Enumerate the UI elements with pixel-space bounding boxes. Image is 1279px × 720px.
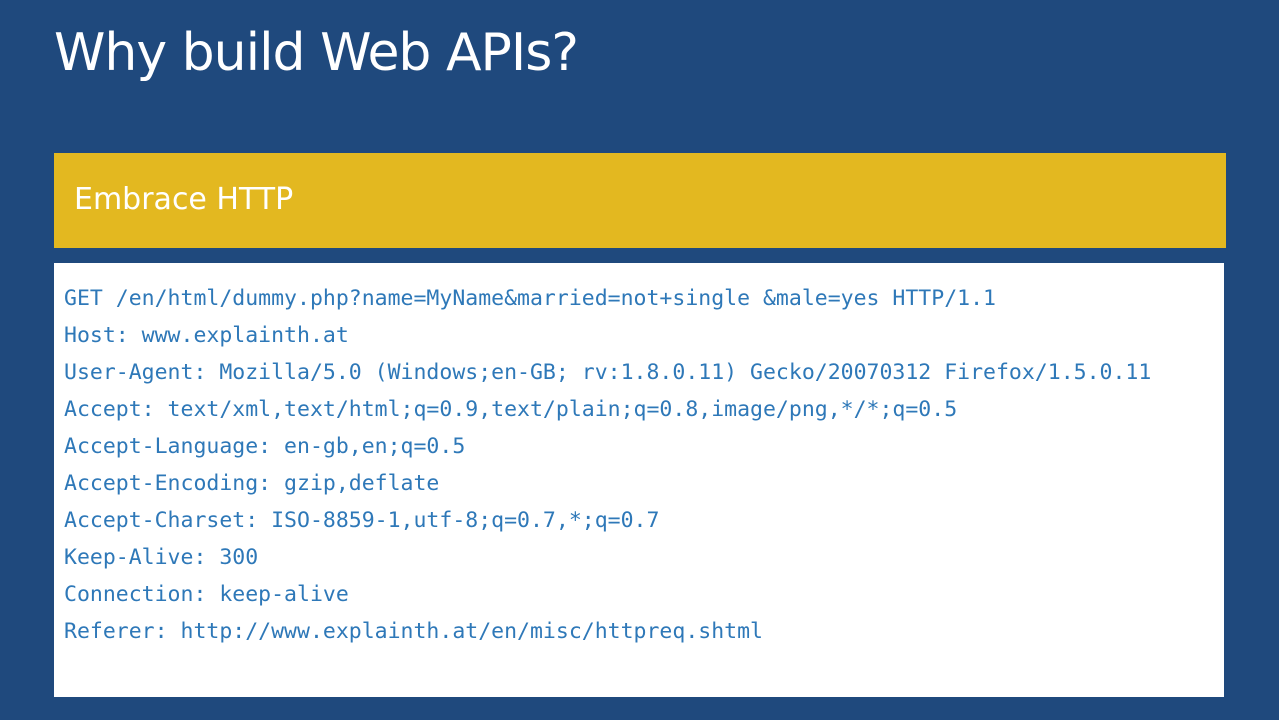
section-banner: Embrace HTTP <box>54 153 1226 248</box>
accept-charset-header-line: Accept-Charset: ISO-8859-1,utf-8;q=0.7,*… <box>64 508 660 533</box>
accept-language-header-line: Accept-Language: en-gb,en;q=0.5 <box>64 434 466 459</box>
http-request-code-block: GET /en/html/dummy.php?name=MyName&marri… <box>54 263 1224 697</box>
keep-alive-header-line: Keep-Alive: 300 <box>64 545 259 570</box>
accept-encoding-header-line: Accept-Encoding: gzip,deflate <box>64 471 440 496</box>
host-header-line: Host: www.explainth.at <box>64 323 349 348</box>
banner-heading: Embrace HTTP <box>74 182 294 217</box>
connection-header-line: Connection: keep-alive <box>64 582 349 607</box>
user-agent-header-line: User-Agent: Mozilla/5.0 (Windows;en-GB; … <box>64 360 1152 385</box>
slide-title: Why build Web APIs? <box>54 23 579 83</box>
referer-header-line: Referer: http://www.explainth.at/en/misc… <box>64 619 763 644</box>
accept-header-line: Accept: text/xml,text/html;q=0.9,text/pl… <box>64 397 958 422</box>
request-line: GET /en/html/dummy.php?name=MyName&marri… <box>64 286 996 311</box>
